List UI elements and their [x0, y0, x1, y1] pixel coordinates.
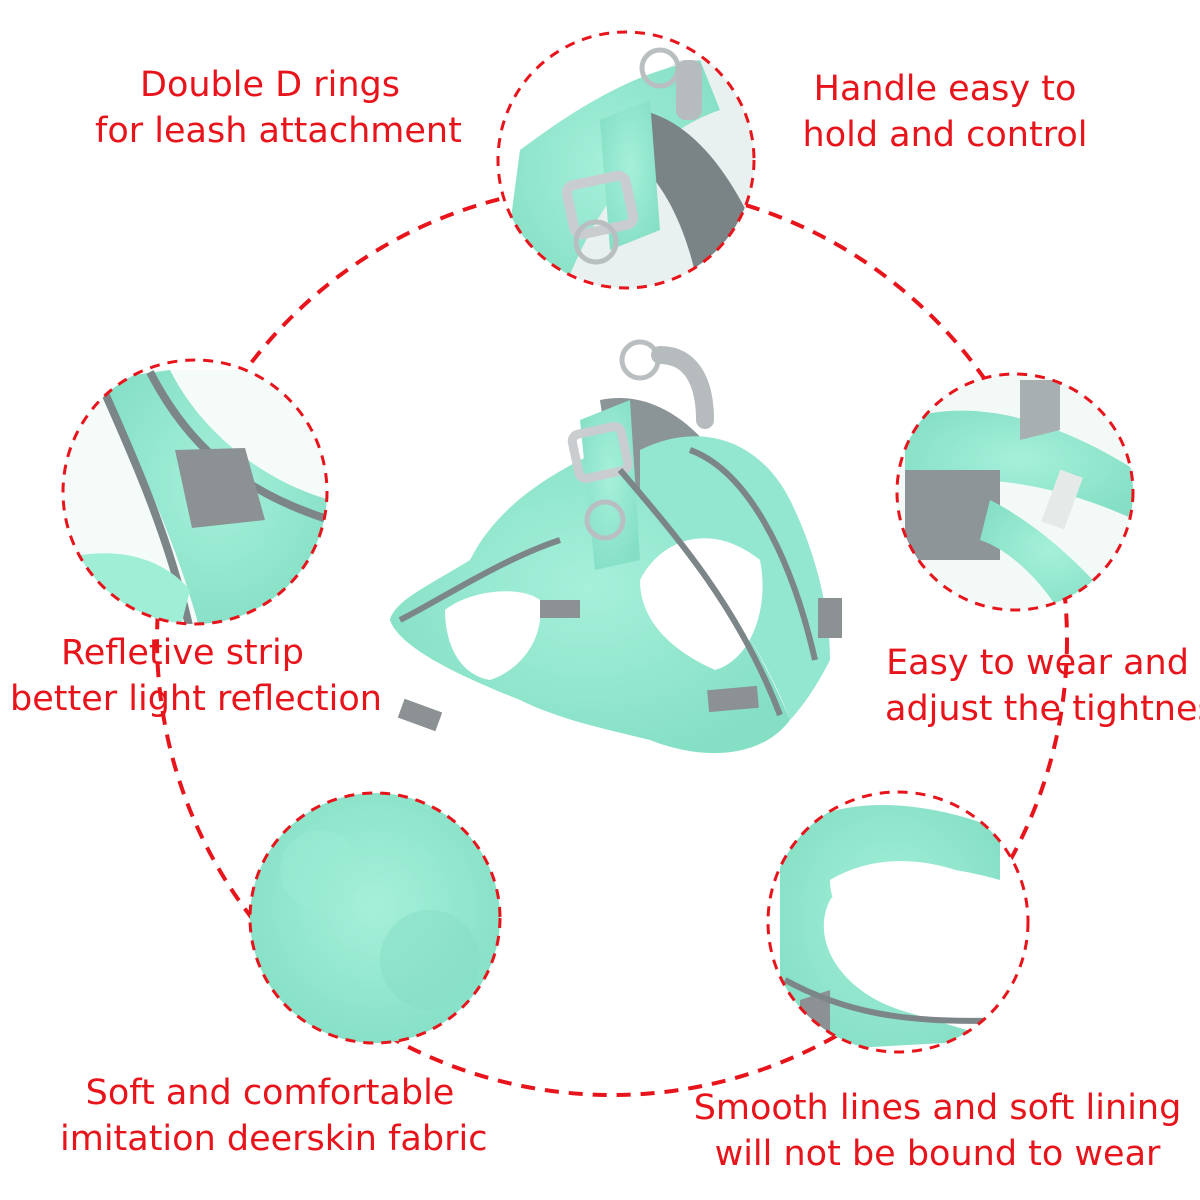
caption-line: hold and control [802, 115, 1088, 156]
caption-line: Handle easy to [813, 69, 1077, 109]
caption-adjust-tightness: Easy to wear and adjust the tightness [885, 640, 1200, 732]
caption-line: adjust the tightness [885, 689, 1200, 730]
detail-double-d-rings [498, 32, 754, 288]
caption-line: Smooth lines and soft lining [693, 1088, 1182, 1128]
detail-smooth-lining [768, 792, 1028, 1052]
detail-soft-fabric [250, 793, 500, 1043]
caption-line: Soft and comfortable [85, 1073, 455, 1113]
caption-smooth-lining: Smooth lines and soft lining will not be… [690, 1085, 1185, 1177]
caption-line: Double D rings [140, 65, 400, 105]
caption-line: Easy to wear and [886, 643, 1189, 683]
caption-line: Refletive strip [61, 633, 304, 673]
caption-double-d-rings: Double D rings for leash attachment [95, 62, 462, 154]
caption-line: will not be bound to wear [714, 1134, 1161, 1175]
caption-line: for leash attachment [95, 111, 462, 152]
caption-handle: Handle easy to hold and control [790, 66, 1100, 158]
caption-reflective-strip: Refletive strip better light reflection [10, 630, 382, 722]
harness-main-product [390, 339, 842, 754]
detail-reflective-strip [63, 360, 327, 624]
caption-line: better light reflection [10, 679, 382, 720]
caption-soft-fabric: Soft and comfortable imitation deerskin … [60, 1070, 488, 1162]
caption-line: imitation deerskin fabric [60, 1119, 488, 1160]
detail-adjust-tightness [897, 374, 1133, 610]
